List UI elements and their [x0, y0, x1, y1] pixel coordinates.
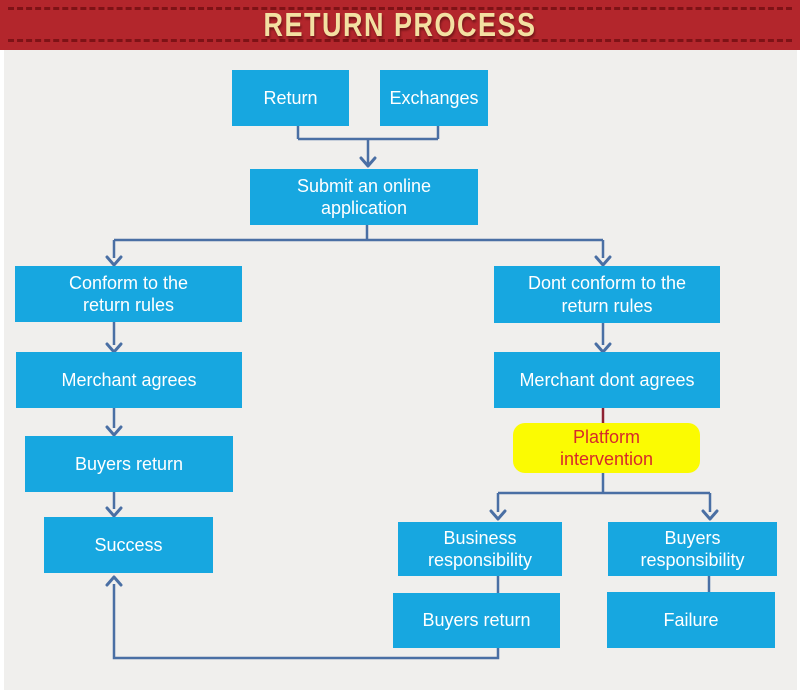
page-title: RETURN PROCESS — [263, 5, 537, 44]
node-success: Success — [44, 517, 213, 573]
node-exchanges: Exchanges — [380, 70, 488, 126]
node-submit-application: Submit an online application — [250, 169, 478, 225]
node-failure: Failure — [607, 592, 775, 648]
node-merchant-dont-agrees: Merchant dont agrees — [494, 352, 720, 408]
node-buyers-return-left: Buyers return — [25, 436, 233, 492]
node-conform-return-rules: Conform to the return rules — [15, 266, 242, 322]
node-return: Return — [232, 70, 349, 126]
node-buyers-responsibility: Buyers responsibility — [608, 522, 777, 576]
banner-stitch-top — [8, 7, 792, 10]
node-platform-intervention: Platform intervention — [513, 423, 700, 473]
node-merchant-agrees: Merchant agrees — [16, 352, 242, 408]
node-dont-conform-return-rules: Dont conform to the return rules — [494, 266, 720, 323]
node-business-responsibility: Business responsibility — [398, 522, 562, 576]
title-banner: RETURN PROCESS — [0, 0, 800, 50]
node-buyers-return-right: Buyers return — [393, 593, 560, 648]
banner-stitch-bottom — [8, 39, 792, 42]
